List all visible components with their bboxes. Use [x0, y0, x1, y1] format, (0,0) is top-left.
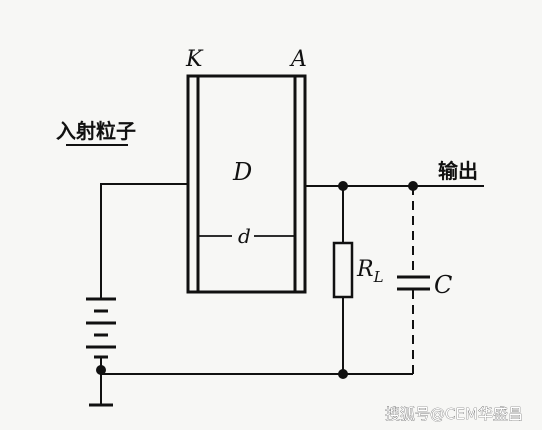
- resistor-label: RL: [356, 257, 384, 286]
- ground-rail: [100, 356, 413, 375]
- cathode-wire: [100, 183, 188, 298]
- junction-ground: [96, 365, 106, 375]
- junction-resistor-bottom: [338, 369, 348, 379]
- load-resistor: [332, 241, 354, 299]
- detector-label: D: [232, 158, 252, 186]
- cathode-label: K: [185, 47, 204, 72]
- junction-dots: [96, 181, 418, 379]
- anode-label: A: [289, 47, 307, 72]
- wiring: [89, 183, 484, 407]
- junction-resistor-top: [338, 181, 348, 191]
- resistor-label-sub: L: [373, 268, 384, 286]
- gap-label: d: [238, 224, 251, 248]
- battery: [86, 297, 116, 359]
- incident-particle-label: 入射粒子: [56, 119, 136, 143]
- junction-capacitor-top: [408, 181, 418, 191]
- output-label: 输出: [438, 159, 478, 183]
- capacitor-label: C: [434, 271, 452, 299]
- resistor-label-main: R: [356, 257, 374, 282]
- watermark: 搜狐号@CEM华盛昌: [385, 405, 523, 423]
- capacitor: [397, 275, 430, 291]
